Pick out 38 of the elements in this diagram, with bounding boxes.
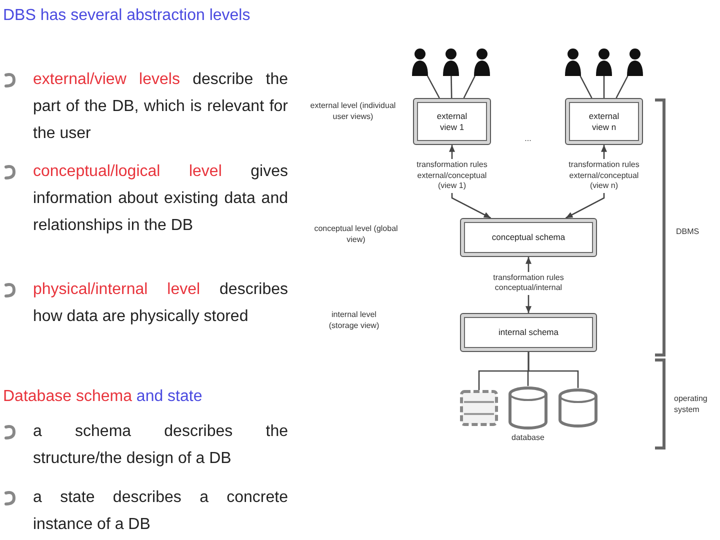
level-label: DBMS xyxy=(676,227,700,238)
storage-box-icon xyxy=(460,390,498,426)
connector-line xyxy=(528,352,579,388)
connector-line xyxy=(616,76,628,98)
disk-storage-icon xyxy=(508,386,548,430)
disk-storage-icon xyxy=(558,388,598,428)
connector-line xyxy=(463,76,476,98)
schema-box xyxy=(565,98,643,145)
schema-box xyxy=(460,313,597,352)
box-label: external view n xyxy=(588,110,620,132)
bullet-text: a state describes a concrete instance of a DB xyxy=(33,488,288,535)
level-label: ... xyxy=(524,134,532,144)
connector-line xyxy=(450,76,452,98)
person-icon xyxy=(625,48,645,76)
person-icon xyxy=(594,48,614,76)
bullet-text: conceptual/logical level gives information about existing data and relationships in the DB xyxy=(33,162,288,236)
bullet-text: external/view levels describe the part of the DB, which is relevant for the user xyxy=(33,70,288,144)
bullet-text: physical/internal level describes how data are physically stored xyxy=(33,280,288,327)
person-icon xyxy=(563,48,583,76)
level-label: external level (individual user views) xyxy=(310,101,396,122)
level-label: conceptual level (global view) xyxy=(313,224,399,245)
connector-line xyxy=(603,76,605,98)
person-icon xyxy=(472,48,492,76)
heading: Database schema and state xyxy=(3,387,204,407)
box-label: conceptual schema xyxy=(492,232,566,243)
connector-line xyxy=(426,76,440,98)
person-icon xyxy=(441,48,461,76)
schema-box xyxy=(413,98,491,145)
node-caption: database xyxy=(510,433,546,443)
bullet-text: a schema describes the structure/the design of a DB xyxy=(33,422,288,469)
heading: DBS has several abstraction levels xyxy=(3,6,252,26)
connector-line xyxy=(580,76,592,98)
level-label: internal level (storage view) xyxy=(328,310,380,331)
schema-box xyxy=(460,218,597,257)
level-label: operating system xyxy=(674,394,708,415)
person-icon xyxy=(410,48,430,76)
box-label: external view 1 xyxy=(436,110,468,132)
box-label: internal schema xyxy=(498,327,558,338)
